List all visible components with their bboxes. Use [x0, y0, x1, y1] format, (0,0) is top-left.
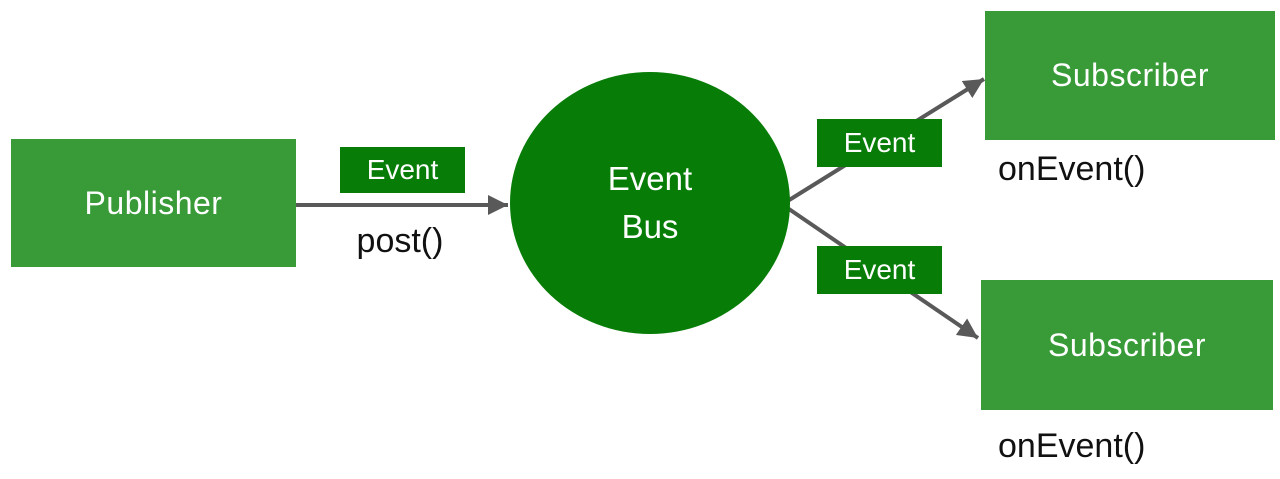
event-tag-label: Event — [843, 254, 916, 285]
subscriber-2-method-label: onEvent() — [998, 427, 1146, 465]
subscriber-2-box: Subscriber — [981, 280, 1273, 410]
publisher-box: Publisher — [11, 139, 296, 267]
event-bus-circle: Event Bus — [510, 72, 790, 334]
subscriber-1-label: Subscriber — [1051, 57, 1209, 93]
event-bus-label-line1: Event — [607, 160, 693, 198]
post-method-label: post() — [356, 222, 444, 260]
subscriber-1-method-label: onEvent() — [998, 150, 1146, 188]
publisher-label: Publisher — [84, 184, 223, 221]
event-tag-subscriber-1: Event — [817, 119, 942, 167]
subscriber-1-box: Subscriber — [985, 11, 1275, 140]
event-tag-label: Event — [366, 154, 439, 185]
event-bus-label-line2: Bus — [621, 208, 679, 245]
subscriber-2-label: Subscriber — [1048, 326, 1206, 363]
event-tag-publisher: Event — [340, 147, 465, 193]
event-tag-label: Event — [843, 127, 916, 158]
event-tag-subscriber-2: Event — [817, 246, 942, 294]
